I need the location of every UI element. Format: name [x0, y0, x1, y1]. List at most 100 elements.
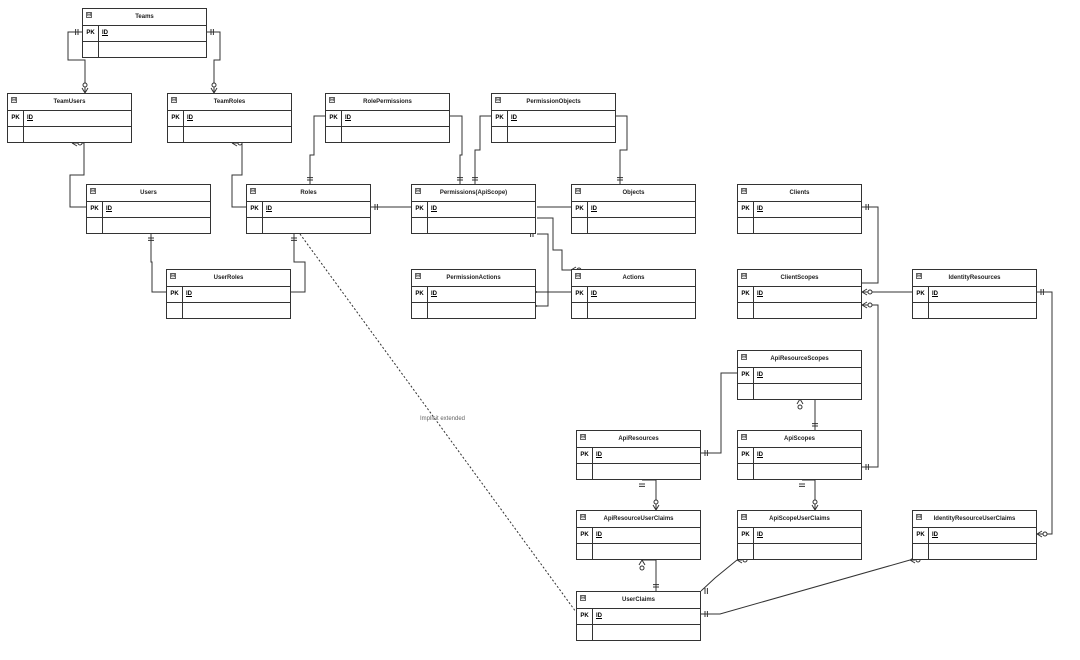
collapse-icon[interactable]: ⊟ [916, 514, 922, 520]
collapse-icon[interactable]: ⊟ [415, 273, 421, 279]
pk-label: PK [738, 286, 754, 302]
collapse-icon[interactable]: ⊟ [250, 188, 256, 194]
collapse-icon[interactable]: ⊟ [86, 12, 92, 18]
collapse-icon[interactable]: ⊟ [580, 434, 586, 440]
collapse-icon[interactable]: ⊟ [170, 273, 176, 279]
collapse-icon[interactable]: ⊟ [916, 273, 922, 279]
entity-title: ⊟ PermissionActions [412, 270, 535, 287]
many-cardinality-icon [210, 82, 218, 94]
pk-label: PK [87, 201, 103, 217]
key-field: ID [757, 532, 763, 538]
collapse-icon[interactable]: ⊟ [741, 354, 747, 360]
collapse-icon[interactable]: ⊟ [580, 514, 586, 520]
key-field: ID [591, 291, 597, 297]
collapse-icon[interactable]: ⊟ [11, 97, 17, 103]
collapse-icon[interactable]: ⊟ [741, 434, 747, 440]
key-field: ID [596, 613, 602, 619]
column-divider [182, 302, 183, 318]
pk-label: PK [913, 527, 929, 543]
column-divider [427, 217, 428, 233]
entity-title: ⊟ Clients [738, 185, 861, 202]
entity-title: ⊟UserClaims [577, 592, 700, 609]
many-cardinality-icon [638, 559, 646, 571]
entity-name: ApiScopeUserClaims [769, 516, 830, 522]
collapse-icon[interactable]: ⊟ [171, 97, 177, 103]
one-cardinality-icon [210, 29, 214, 35]
relationship-line [207, 31, 221, 93]
collapse-icon[interactable]: ⊟ [575, 188, 581, 194]
pk-label: PK [247, 201, 263, 217]
pk-label: PK [572, 201, 588, 217]
entity-title: ⊟IdentityResourceUserClaims [913, 511, 1036, 528]
key-field: ID [106, 206, 112, 212]
one-cardinality-icon [639, 483, 645, 487]
key-field: ID [932, 532, 938, 538]
relationship-annotation: Implicit extended [420, 416, 466, 422]
collapse-icon[interactable]: ⊟ [575, 273, 581, 279]
entity-title: ⊟RolePermissions [326, 94, 449, 111]
key-field: ID [757, 452, 763, 458]
collapse-icon[interactable]: ⊟ [741, 188, 747, 194]
entity-title: ⊟Roles [247, 185, 370, 202]
pk-label: PK [738, 447, 754, 463]
one-cardinality-icon [148, 237, 154, 241]
relationship-line [616, 115, 628, 184]
one-cardinality-icon [457, 177, 463, 181]
entity-name: Clients [789, 190, 810, 196]
entity-name: Actions [622, 275, 645, 281]
relationship-line [474, 115, 491, 184]
entity-title: ⊟ApiResourceUserClaims [577, 511, 700, 528]
collapse-icon[interactable]: ⊟ [741, 273, 747, 279]
entity-title: ⊟TeamRoles [168, 94, 291, 111]
relationship-line [231, 142, 246, 208]
collapse-icon[interactable]: ⊟ [741, 514, 747, 520]
entity-name: PermissionActions [446, 275, 501, 281]
collapse-icon[interactable]: ⊟ [90, 188, 96, 194]
column-divider [183, 126, 184, 142]
column-divider [427, 302, 428, 318]
collapse-icon[interactable]: ⊟ [495, 97, 501, 103]
entity-name: ClientScopes [780, 275, 819, 281]
column-divider [928, 302, 929, 318]
entity-title: ⊟Objects [572, 185, 695, 202]
pk-label: PK [577, 527, 593, 543]
collapse-icon[interactable]: ⊟ [580, 595, 586, 601]
entity-name: ApiScopes [783, 436, 815, 442]
collapse-icon[interactable]: ⊟ [415, 188, 421, 194]
pk-label: PK [913, 286, 929, 302]
many-cardinality-icon [861, 288, 873, 296]
one-cardinality-icon [704, 588, 708, 594]
relationship-line [450, 115, 463, 184]
entity-title: ⊟Teams [83, 9, 206, 26]
collapse-icon[interactable]: ⊟ [329, 97, 335, 103]
entity-title: ⊟ ApiScopes [738, 431, 861, 448]
